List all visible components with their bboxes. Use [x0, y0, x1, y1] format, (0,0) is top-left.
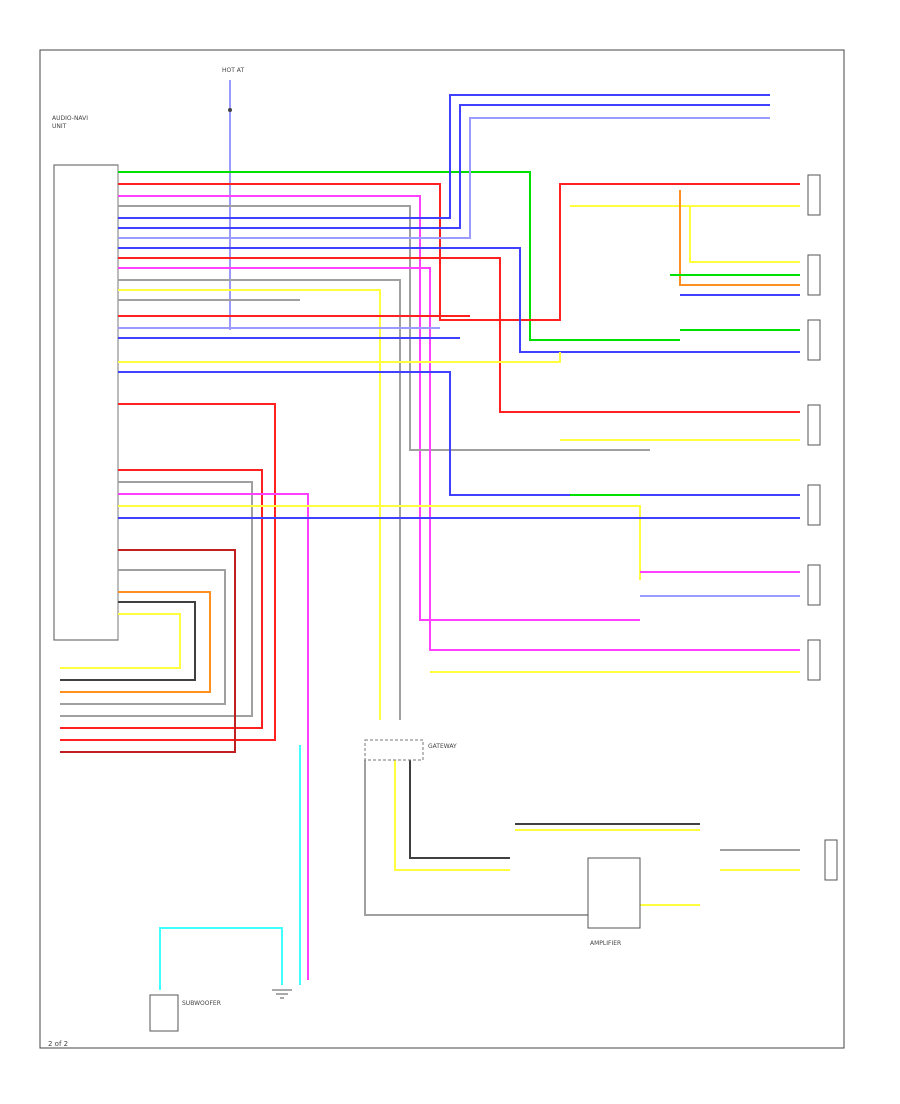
- sub-box: [149, 994, 179, 1032]
- wire-green: [118, 171, 680, 341]
- wire-orange-2: [679, 190, 800, 286]
- speaker-fr-icon: [807, 319, 821, 361]
- wire-pink-1: [118, 195, 640, 621]
- wire-grey-6: [409, 760, 510, 859]
- page-number: 2 of 2: [48, 1040, 68, 1048]
- wire-grey-2: [118, 279, 401, 720]
- wire-black-1: [60, 601, 196, 681]
- speaker-wires-right: [430, 183, 800, 673]
- wire-grey-4: [60, 481, 253, 717]
- speakers: [807, 174, 838, 881]
- ground-symbols: [272, 989, 292, 999]
- wire-darkred-1: [60, 549, 236, 753]
- main-unit-label: AUDIO-NAVI: [52, 115, 88, 122]
- speaker-fl-icon: [807, 174, 821, 216]
- wire-yellow-2: [118, 352, 561, 363]
- wire-orange-1: [60, 591, 211, 693]
- fuse-node: [228, 108, 232, 112]
- lower-wires: [159, 745, 800, 990]
- gateway-box: [364, 739, 424, 761]
- wire-yellow-3: [118, 505, 641, 580]
- wire-grey-8: [364, 760, 590, 916]
- speaker-sub-icon: [807, 639, 821, 681]
- fuse-label: HOT AT: [222, 67, 244, 74]
- speaker-l-icon: [807, 564, 821, 606]
- wire-grey-5: [60, 569, 226, 705]
- wire-lblue-1: [118, 117, 770, 239]
- wire-cyan-1: [159, 927, 283, 990]
- main-unit-connector: [53, 164, 119, 641]
- wire-pink-2: [118, 267, 800, 651]
- wire-blue-4: [118, 371, 800, 496]
- wire-red-2: [118, 257, 800, 413]
- wire-blue-1: [118, 94, 770, 219]
- wire-red-5: [60, 469, 263, 729]
- wire-pink-3: [118, 493, 309, 980]
- sub-box-label: SUBWOOFER: [182, 1000, 221, 1007]
- amp-label: AMPLIFIER: [590, 940, 621, 947]
- speaker-tweeter-icon: [807, 254, 821, 296]
- diagram-border: [39, 49, 845, 1049]
- wire-blue-2: [118, 104, 770, 229]
- wire-red-4: [60, 403, 276, 741]
- main-unit-label-2: UNIT: [52, 123, 67, 130]
- wire-yellow-4: [60, 613, 181, 669]
- wire-yellow-6: [689, 206, 800, 263]
- gateway-label: GATEWAY: [428, 743, 457, 750]
- speaker-rear-r-icon: [807, 404, 821, 446]
- wire-lblue-2: [118, 247, 680, 353]
- wire-yellow-9: [394, 760, 510, 871]
- speaker-sub2-icon: [824, 839, 838, 881]
- amp-box: [587, 857, 641, 929]
- wire-yellow-1: [118, 289, 381, 720]
- speaker-rear-l-icon: [807, 484, 821, 526]
